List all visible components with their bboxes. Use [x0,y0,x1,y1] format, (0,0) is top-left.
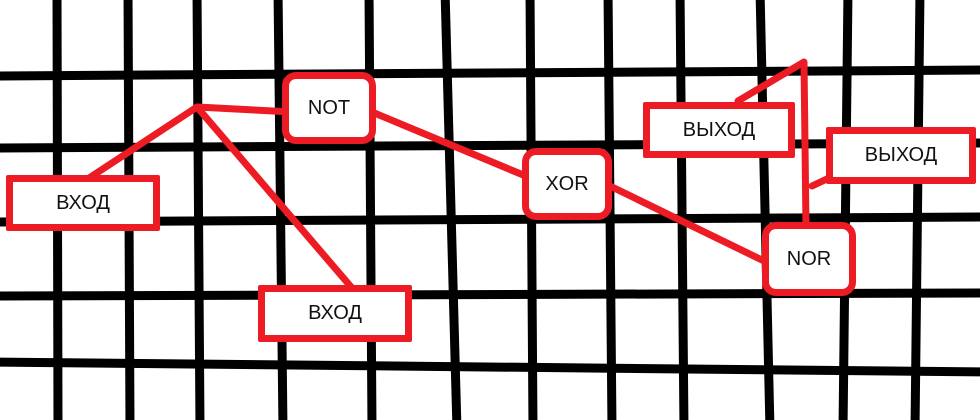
input-box-2: ВХОД [258,285,412,342]
grid-line-v-10 [755,0,775,420]
input-1-label: ВХОД [56,191,110,214]
wire-not-to-xor [368,108,532,181]
wire-xor-to-nor [606,182,770,266]
wire-hub-to-input-1 [82,103,201,184]
grid-line-v-3 [192,0,205,420]
gate-xor: XOR [522,148,612,220]
grid-line-h-5 [0,357,980,377]
output-2-label: ВЫХОД [864,144,938,166]
grid-line-v-4 [273,0,288,420]
grid-line-v-12 [910,0,925,420]
wire-nor-to-output-1 [734,58,810,232]
grid-line-v-11 [838,0,853,420]
gate-nor: NOR [762,222,856,296]
grid-line-v-5 [364,0,377,420]
gate-not-label: NOT [307,96,351,119]
output-box-1: ВЫХОД [643,102,795,158]
grid-line-h-2 [0,138,980,153]
grid-line-v-9 [675,0,689,420]
wire-hub-to-input-2 [193,103,356,292]
wire-hub-to-not [193,103,296,116]
grid-line-h-1 [0,65,980,81]
gate-nor-label: NOR [786,247,832,270]
output-box-2: ВЫХОД [826,127,976,184]
output-1-label: ВЫХОД [682,118,756,141]
input-2-label: ВХОД [308,302,362,324]
input-box-1: ВХОД [6,175,160,231]
gate-not: NOT [282,72,376,144]
grid-line-v-6 [440,0,462,420]
gate-xor-label: XOR [545,172,589,195]
